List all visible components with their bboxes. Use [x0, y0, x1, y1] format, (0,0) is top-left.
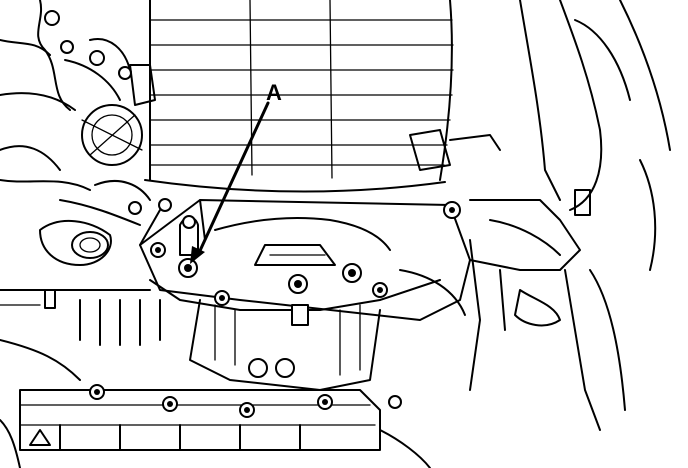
- housing-bolts: [128, 198, 461, 306]
- transaxle-housing: [139, 199, 471, 391]
- callout-a: A: [190, 80, 282, 264]
- left-gear-cluster: [0, 104, 151, 309]
- callout-arrowhead: [190, 246, 205, 264]
- left-fins: [79, 299, 161, 346]
- lower-oil-pan: [0, 339, 431, 468]
- engine-upper-left: [0, 0, 156, 191]
- air-intake-duct: [144, 0, 454, 193]
- callout-label: A: [266, 80, 282, 105]
- callout-leader-line: [196, 101, 270, 257]
- right-mount-assembly: [388, 0, 671, 431]
